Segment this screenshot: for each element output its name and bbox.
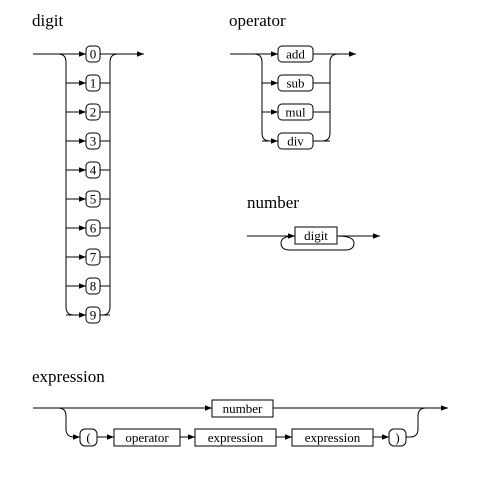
expression-nonterminal-expression-1: expression — [194, 428, 277, 447]
digit-terminal-3: 3 — [85, 132, 101, 150]
terminal-label: add — [286, 47, 305, 62]
terminal-label: ) — [395, 430, 399, 445]
operator-terminal-sub: sub — [277, 74, 314, 92]
terminal-label: sub — [286, 76, 304, 91]
terminal-label: 2 — [90, 105, 97, 120]
expression-nonterminal-number: number — [211, 399, 274, 418]
nonterminal-label: digit — [304, 228, 328, 243]
nonterminal-label: expression — [305, 430, 361, 445]
operator-branch-arrows — [262, 80, 330, 144]
operator-diagram: operator add sub mul div — [229, 11, 356, 150]
terminal-label: 6 — [90, 221, 97, 236]
operator-title: operator — [229, 11, 286, 30]
terminal-label: 5 — [90, 192, 97, 207]
terminal-label: 9 — [90, 308, 97, 323]
expression-nonterminal-expression-2: expression — [291, 428, 374, 447]
terminal-label: 4 — [90, 163, 97, 178]
digit-terminal-7: 7 — [85, 248, 101, 266]
number-diagram: number digit — [247, 193, 380, 251]
number-title: number — [247, 193, 299, 212]
nonterminal-label: operator — [125, 430, 169, 445]
terminal-label: 3 — [90, 134, 97, 149]
digit-terminal-0: 0 — [85, 45, 101, 63]
terminal-label: 7 — [90, 250, 97, 265]
digit-title: digit — [32, 11, 63, 30]
digit-terminal-4: 4 — [85, 161, 101, 179]
terminal-label: ( — [86, 430, 90, 445]
terminal-label: 1 — [90, 76, 97, 91]
digit-terminal-2: 2 — [85, 103, 101, 121]
terminal-label: mul — [285, 105, 306, 120]
expression-title: expression — [32, 367, 105, 386]
operator-terminal-mul: mul — [277, 103, 314, 121]
number-nonterminal-digit: digit — [294, 226, 338, 245]
operator-terminal-div: div — [277, 132, 314, 150]
digit-diagram: digit — [32, 11, 144, 324]
digit-terminal-6: 6 — [85, 219, 101, 237]
digit-terminal-1: 1 — [85, 74, 101, 92]
digit-branch-arrows — [66, 80, 110, 318]
terminal-label: div — [287, 134, 304, 149]
terminal-label: 8 — [90, 279, 97, 294]
nonterminal-label: number — [223, 401, 263, 416]
expression-diagram: expression number ( operator expression — [32, 367, 448, 447]
expression-nonterminal-operator: operator — [113, 428, 181, 447]
terminal-label: 0 — [90, 47, 97, 62]
digit-terminal-8: 8 — [85, 277, 101, 295]
expression-terminal-open-paren: ( — [79, 428, 98, 447]
digit-terminal-9: 9 — [85, 306, 101, 324]
nonterminal-label: expression — [208, 430, 264, 445]
expression-terminal-close-paren: ) — [388, 428, 407, 447]
digit-terminal-5: 5 — [85, 190, 101, 208]
operator-terminal-add: add — [277, 45, 314, 63]
